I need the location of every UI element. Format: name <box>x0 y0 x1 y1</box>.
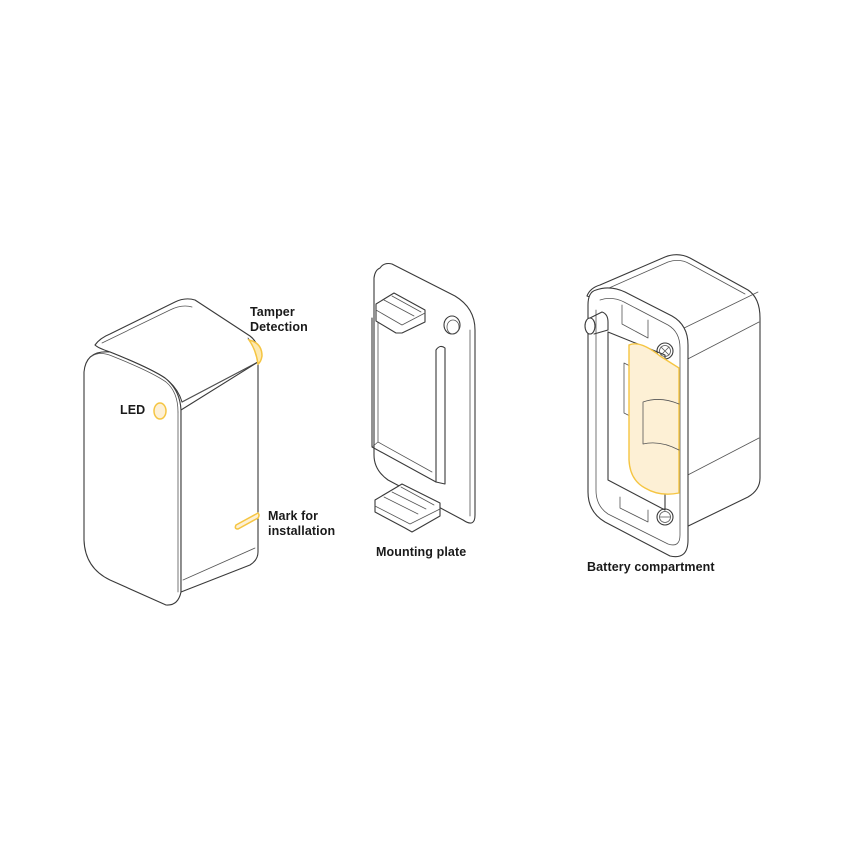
installation-mark-label: Mark for installation <box>268 509 335 539</box>
mark-label-line2: installation <box>268 524 336 538</box>
led-indicator <box>153 402 167 420</box>
battery-compartment-caption: Battery compartment <box>587 560 715 574</box>
tamper-detection-switch <box>247 338 263 366</box>
tamper-label-line2: Detection <box>250 320 308 334</box>
tamper-label-line1: Tamper <box>250 305 295 319</box>
battery-compartment-illustration <box>584 254 761 558</box>
mounting-plate-illustration <box>371 262 476 533</box>
led-label: LED <box>120 403 146 417</box>
installation-mark <box>234 512 260 530</box>
mark-label-line1: Mark for <box>268 509 319 523</box>
battery <box>628 343 680 495</box>
sensor-device-illustration <box>83 298 263 606</box>
mounting-plate-caption: Mounting plate <box>376 545 467 559</box>
tamper-detection-label: Tamper Detection <box>250 305 308 335</box>
